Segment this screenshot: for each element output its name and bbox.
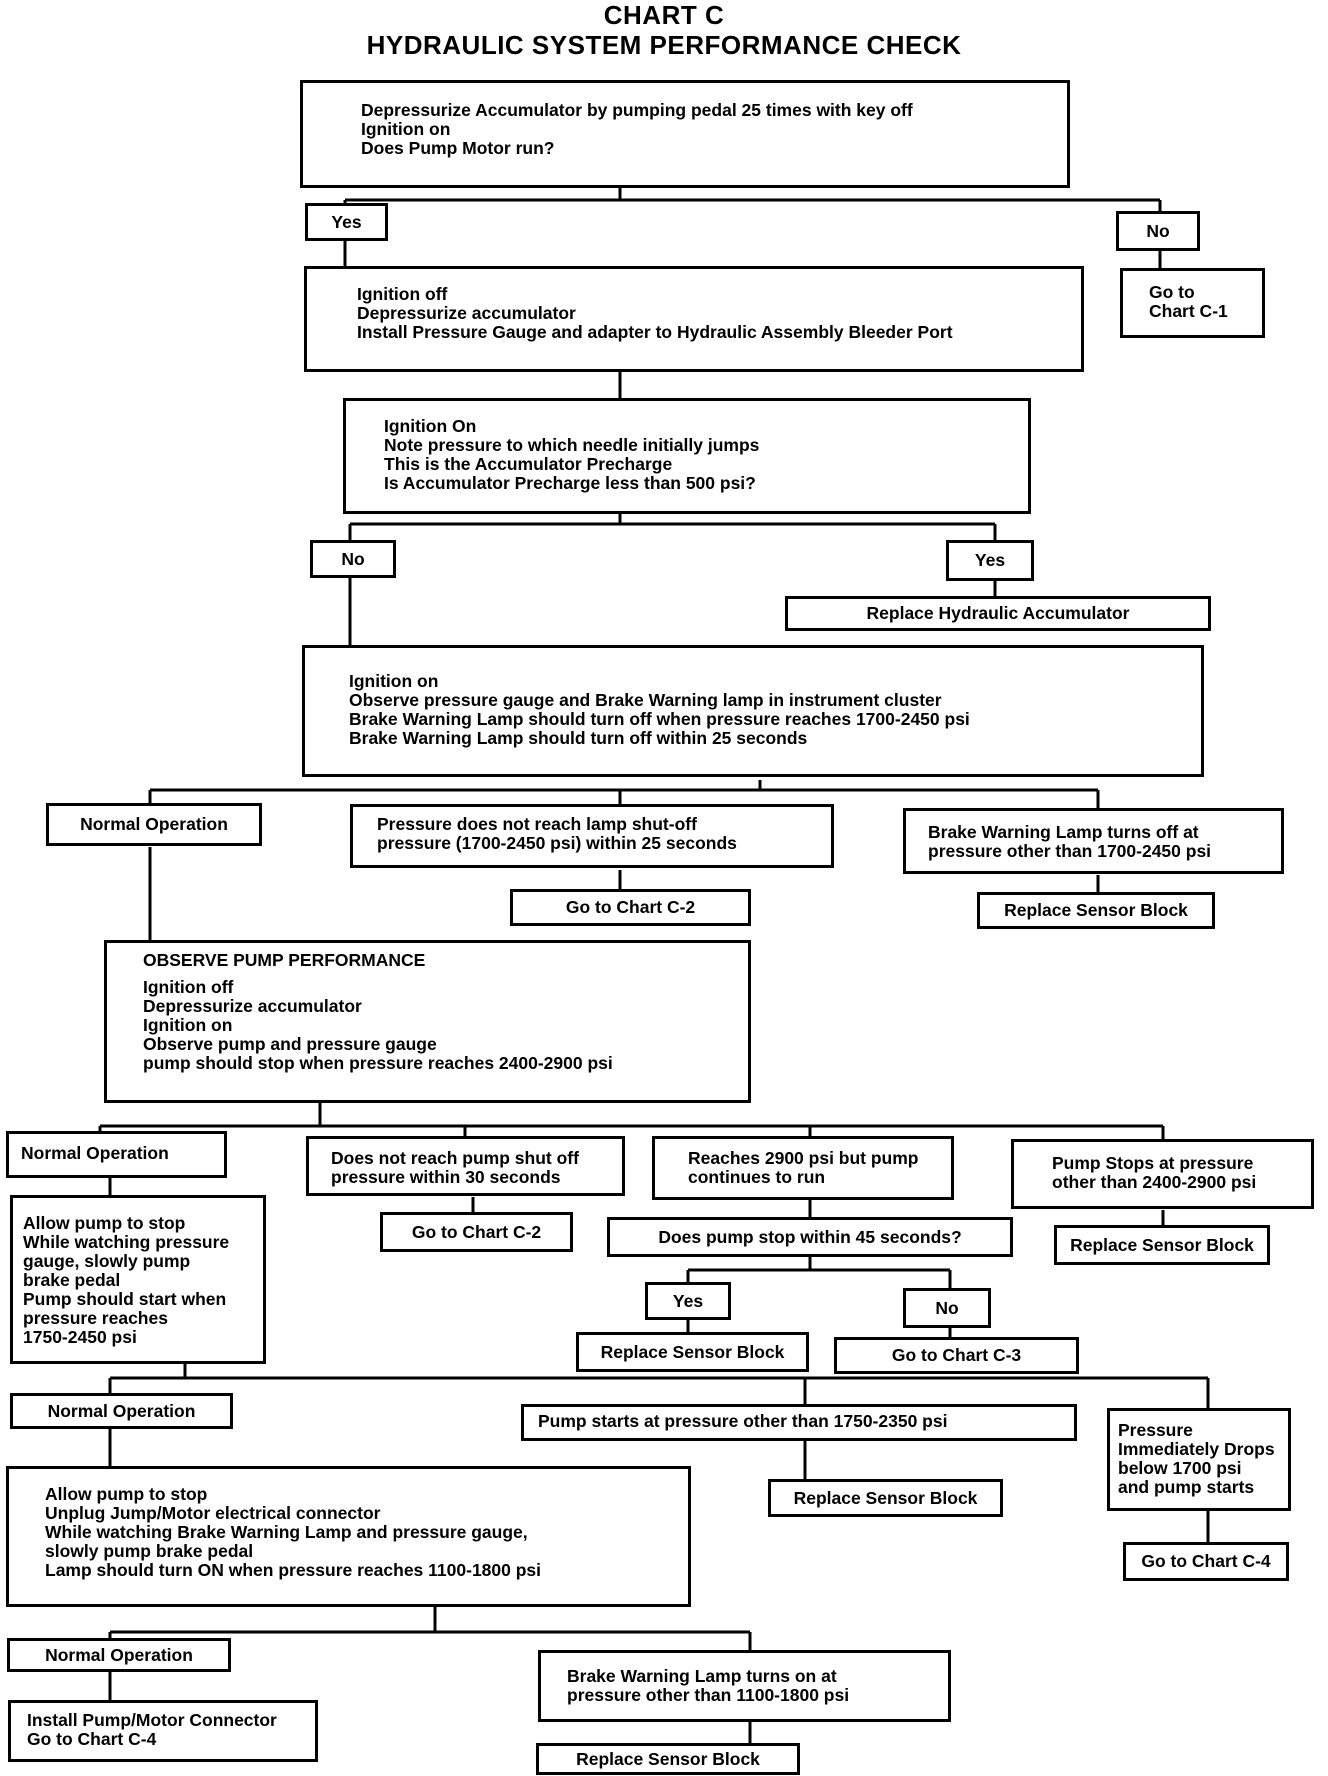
goto-chart-c2: Go to Chart C-2 — [380, 1212, 573, 1252]
chart-title: CHART C HYDRAULIC SYSTEM PERFORMANCE CHE… — [0, 0, 1328, 60]
yes-branch-label: Yes — [645, 1282, 731, 1320]
replace-sensor-block: Replace Sensor Block — [576, 1332, 809, 1372]
pump-stops-other-pressure: Pump Stops at pressure other than 2400-2… — [1011, 1139, 1314, 1209]
replace-sensor-block: Replace Sensor Block — [1054, 1225, 1270, 1265]
pressure-drops-below-1700: Pressure Immediately Drops below 1700 ps… — [1107, 1408, 1291, 1511]
pump-starts-other-pressure: Pump starts at pressure other than 1750-… — [521, 1404, 1077, 1441]
step-allow-pump-stop-watch-gauge: Allow pump to stop While watching pressu… — [10, 1195, 266, 1364]
install-pump-motor-connector: Install Pump/Motor Connector Go to Chart… — [8, 1700, 318, 1762]
chart-title-line-1: CHART C — [603, 0, 725, 30]
step-unplug-motor-watch-lamp: Allow pump to stop Unplug Jump/Motor ele… — [6, 1466, 691, 1607]
normal-operation-1: Normal Operation — [46, 803, 262, 846]
no-branch-label: No — [1116, 211, 1200, 251]
goto-chart-c1: Go to Chart C-1 — [1120, 268, 1265, 338]
step-observe-pump-performance: OBSERVE PUMP PERFORMANCE Ignition off De… — [104, 940, 751, 1103]
yes-branch-label: Yes — [946, 540, 1034, 581]
replace-sensor-block: Replace Sensor Block — [768, 1479, 1003, 1517]
no-branch-label: No — [310, 540, 396, 578]
normal-operation-3: Normal Operation — [10, 1393, 233, 1429]
goto-chart-c3: Go to Chart C-3 — [834, 1337, 1079, 1374]
chart-title-line-2: HYDRAULIC SYSTEM PERFORMANCE CHECK — [366, 30, 962, 60]
step-observe-brake-warning-lamp: Ignition on Observe pressure gauge and B… — [302, 645, 1204, 777]
pump-stop-within-45-seconds: Does pump stop within 45 seconds? — [607, 1217, 1013, 1257]
lamp-off-other-pressure: Brake Warning Lamp turns off at pressure… — [903, 808, 1284, 874]
not-reach-pump-shutoff: Does not reach pump shut off pressure wi… — [306, 1136, 625, 1196]
no-branch-label: No — [903, 1288, 991, 1328]
goto-chart-c2: Go to Chart C-2 — [510, 889, 751, 926]
goto-chart-c4: Go to Chart C-4 — [1123, 1542, 1289, 1581]
reaches-2900-continues: Reaches 2900 psi but pump continues to r… — [652, 1136, 954, 1200]
replace-sensor-block: Replace Sensor Block — [536, 1743, 800, 1775]
lamp-on-other-pressure: Brake Warning Lamp turns on at pressure … — [538, 1650, 951, 1722]
normal-operation-2: Normal Operation — [6, 1131, 227, 1178]
normal-operation-4: Normal Operation — [7, 1638, 231, 1672]
step-depressurize-accumulator: Depressurize Accumulator by pumping peda… — [300, 80, 1070, 188]
pressure-not-reach-lamp-shutoff: Pressure does not reach lamp shut-off pr… — [350, 804, 834, 868]
replace-sensor-block: Replace Sensor Block — [977, 892, 1215, 929]
step-accumulator-precharge-check: Ignition On Note pressure to which needl… — [343, 398, 1031, 514]
replace-hydraulic-accumulator: Replace Hydraulic Accumulator — [785, 596, 1211, 631]
yes-branch-label: Yes — [305, 203, 388, 241]
step-install-pressure-gauge: Ignition off Depressurize accumulator In… — [304, 266, 1084, 372]
